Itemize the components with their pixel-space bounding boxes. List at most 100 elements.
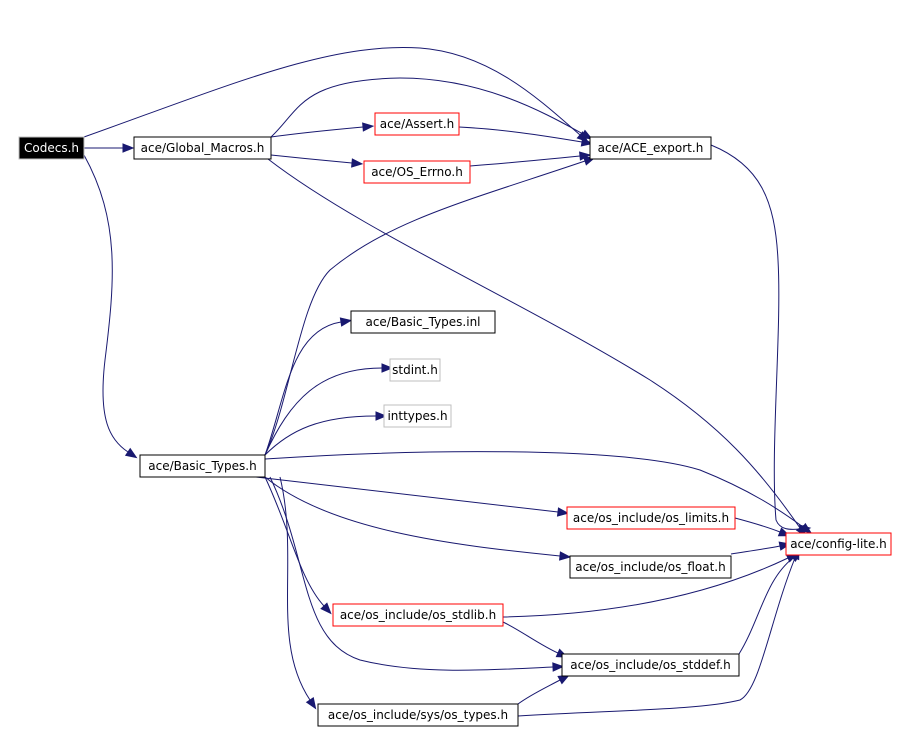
node-label: ace/os_include/os_float.h [575,560,725,574]
node-os-limits[interactable]: ace/os_include/os_limits.h [566,506,736,530]
node-label: stdint.h [392,363,438,377]
node-global-macros[interactable]: ace/Global_Macros.h [133,136,272,160]
node-label: ace/OS_Errno.h [371,165,463,179]
edge-line [469,155,581,167]
edge-line [269,476,554,671]
edge-line [264,160,586,456]
edge-basic-types-to-stdint [264,363,394,456]
edge-basic-types-to-basic-types-inl [264,317,353,456]
edge-line [264,476,561,557]
edge-global-macros-to-os-errno [270,154,364,168]
arrowhead-icon [339,317,353,327]
edge-line [734,517,781,533]
edge-line [517,557,796,717]
node-box [317,703,519,727]
edge-line [264,476,325,607]
node-config-lite[interactable]: ace/config-lite.h [785,532,892,556]
arrowhead-icon [122,143,135,153]
arrowhead-icon [351,158,364,168]
node-stdint[interactable]: stdint.h [389,358,441,382]
node-box [389,358,441,382]
node-label: ace/Global_Macros.h [141,141,265,155]
node-basic-types-inl[interactable]: ace/Basic_Types.inl [350,310,496,334]
node-box [133,136,272,160]
edge-basic-types-to-config-lite [264,451,813,534]
edge-os-stdlib-to-os-stddef [502,621,569,658]
edges-layer [83,46,813,717]
node-label: ace/os_include/os_limits.h [573,511,729,525]
arrowhead-icon [381,363,394,373]
edge-line [738,557,794,655]
node-box [785,532,892,556]
edge-basic-types-to-os-stddef [269,476,565,672]
edge-line [264,415,377,456]
node-os-float[interactable]: ace/os_include/os_float.h [569,555,732,579]
node-ace-export[interactable]: ace/ACE_export.h [589,136,712,160]
node-inttypes[interactable]: inttypes.h [383,404,452,428]
edge-line [730,545,781,555]
arrowhead-icon [557,674,571,685]
edge-os-float-to-config-lite [730,541,792,555]
node-label: Codecs.h [24,141,79,155]
edge-assert-to-ace-export [458,126,594,147]
edge-global-macros-to-assert [270,122,375,138]
arrowhead-icon [552,662,565,672]
edge-line [270,126,364,138]
edge-line [264,321,342,456]
edge-line [279,476,311,701]
arrowhead-icon [320,602,332,615]
edge-os-errno-to-ace-export [469,151,592,167]
edge-line [710,144,801,530]
edge-basic-types-to-os-limits [255,476,570,517]
edge-os-types-to-os-stddef [517,674,571,705]
node-label: ace/ACE_export.h [598,141,704,155]
arrowhead-icon [362,122,375,132]
node-box [139,454,266,478]
node-os-stdlib[interactable]: ace/os_include/os_stdlib.h [332,603,504,627]
node-box [383,404,452,428]
arrowhead-icon [124,447,138,459]
arrowhead-icon [580,137,594,147]
node-box [566,506,736,530]
edge-line [270,77,584,138]
edge-line [502,621,559,654]
node-box [350,310,496,334]
edge-line [267,158,801,529]
node-os-stddef[interactable]: ace/os_include/os_stddef.h [561,653,740,677]
node-label: ace/os_include/os_stdlib.h [340,608,496,622]
edge-basic-types-to-os-types [279,476,317,710]
arrowhead-icon [799,522,813,534]
edge-line [517,679,561,705]
node-label: inttypes.h [387,409,447,423]
node-box [589,136,712,160]
node-box [332,603,504,627]
edge-line [255,476,559,513]
edge-line [502,557,789,618]
arrowhead-icon [556,507,570,517]
node-box [374,112,460,136]
edge-basic-types-to-os-stdlib [264,476,332,615]
node-assert[interactable]: ace/Assert.h [374,112,460,136]
edge-basic-types-to-ace-export [264,156,596,456]
arrowhead-icon [375,411,388,421]
edge-ace-export-to-config-lite [710,144,812,534]
edge-line [270,154,353,164]
node-label: ace/os_include/os_stddef.h [570,658,730,672]
edge-line [83,46,581,138]
node-label: ace/os_include/sys/os_types.h [328,708,508,722]
node-box [18,136,85,160]
node-codecs[interactable]: Codecs.h [18,136,85,160]
arrowhead-icon [580,129,593,140]
node-label: ace/Basic_Types.h [148,459,256,473]
edge-codecs-to-basic-types [83,154,138,459]
edge-basic-types-to-os-float [264,476,572,561]
edge-line [264,451,804,528]
node-label: ace/config-lite.h [790,537,887,551]
node-basic-types[interactable]: ace/Basic_Types.h [139,454,266,478]
arrowhead-icon [305,696,317,710]
edge-codecs-to-global-macros [84,143,135,153]
edge-global-macros-to-config-lite [267,158,807,538]
node-os-types[interactable]: ace/os_include/sys/os_types.h [317,703,519,727]
node-os-errno[interactable]: ace/OS_Errno.h [363,160,471,184]
